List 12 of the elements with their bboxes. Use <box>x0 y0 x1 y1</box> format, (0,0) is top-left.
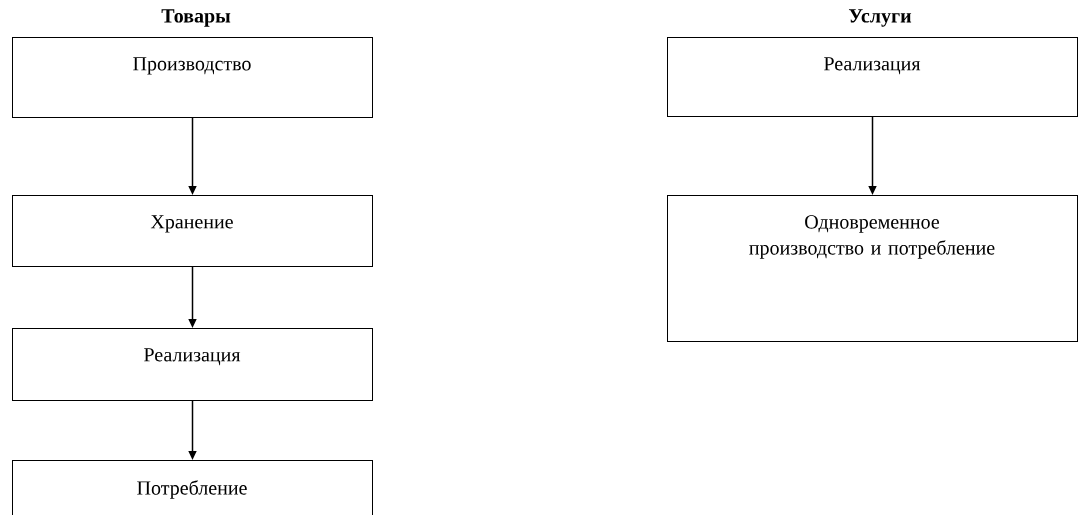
process-box <box>12 195 373 267</box>
node-label: Производство <box>133 57 251 75</box>
process-box <box>12 460 373 515</box>
process-box <box>12 37 373 118</box>
process-box <box>12 328 373 401</box>
node-label: Потребление <box>137 480 247 499</box>
node-label: Одновременное производство и потребление <box>749 215 995 259</box>
process-box <box>667 195 1078 342</box>
process-box <box>667 37 1078 117</box>
node-label: Реализация <box>144 348 241 366</box>
node-label: Реализация <box>824 57 921 75</box>
node-label: Хранение <box>150 215 233 233</box>
